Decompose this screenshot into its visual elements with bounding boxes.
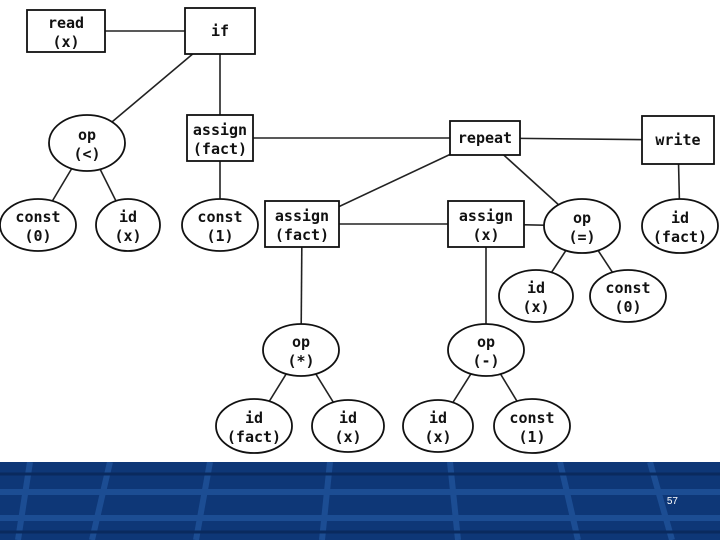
node-attribute: (fact)	[193, 140, 247, 158]
node-label: op	[292, 333, 310, 351]
node-id-x3: id(x)	[311, 399, 385, 453]
node-shape	[589, 269, 667, 323]
node-label: assign	[193, 121, 247, 139]
node-op-lt: op(<)	[48, 114, 126, 172]
node-shape	[264, 200, 340, 248]
node-shape	[447, 200, 525, 248]
node-label: op	[573, 209, 591, 227]
node-shape	[402, 399, 474, 453]
node-shape	[48, 114, 126, 172]
node-shape	[447, 323, 525, 377]
node-label: write	[655, 131, 700, 149]
node-shape	[262, 323, 340, 377]
node-attribute: (=)	[568, 228, 595, 246]
node-shape	[95, 198, 161, 252]
node-shape	[181, 198, 259, 252]
node-shape	[493, 398, 571, 454]
node-attribute: (<)	[73, 145, 100, 163]
node-shape	[641, 198, 719, 254]
node-op-sub: op(-)	[447, 323, 525, 377]
node-shape	[498, 269, 574, 323]
footer-banner: 57	[0, 462, 720, 540]
node-op-mul: op(*)	[262, 323, 340, 377]
node-id-fact3: id(fact)	[215, 398, 293, 454]
node-label: const	[15, 208, 60, 226]
node-shape	[311, 399, 385, 453]
node-label: repeat	[458, 129, 512, 147]
node-attribute: (1)	[518, 428, 545, 446]
node-assign-x: assign(x)	[447, 200, 525, 248]
node-attribute: (fact)	[275, 226, 329, 244]
node-shape	[543, 198, 621, 254]
node-attribute: (x)	[522, 298, 549, 316]
node-label: id	[429, 409, 447, 427]
node-label: const	[605, 279, 650, 297]
page-number: 57	[666, 496, 678, 507]
node-shape	[186, 114, 254, 162]
node-label: id	[119, 208, 137, 226]
node-attribute: (x)	[424, 428, 451, 446]
node-label: op	[78, 126, 96, 144]
node-shape	[184, 7, 256, 55]
footer-grid-pattern	[0, 462, 720, 540]
node-id-x2: id(x)	[498, 269, 574, 323]
node-id-fact-w: id(fact)	[641, 198, 719, 254]
node-label: assign	[459, 207, 513, 225]
node-attribute: (x)	[472, 226, 499, 244]
node-shape	[449, 120, 521, 156]
node-id-x4: id(x)	[402, 399, 474, 453]
node-label: op	[477, 333, 495, 351]
node-attribute: (x)	[114, 227, 141, 245]
node-attribute: (0)	[24, 227, 51, 245]
node-label: const	[509, 409, 554, 427]
node-write: write	[641, 115, 715, 165]
node-attribute: (0)	[614, 298, 641, 316]
node-attribute: (fact)	[653, 228, 707, 246]
node-shape	[215, 398, 293, 454]
node-read: read(x)	[26, 9, 106, 53]
node-op-eq: op(=)	[543, 198, 621, 254]
node-shape	[641, 115, 715, 165]
node-const-0b: const(0)	[589, 269, 667, 323]
node-label: assign	[275, 207, 329, 225]
node-shape	[0, 198, 77, 252]
node-label: id	[527, 279, 545, 297]
node-attribute: (x)	[334, 428, 361, 446]
node-const-1b: const(1)	[493, 398, 571, 454]
node-label: if	[211, 22, 229, 40]
node-attribute: (-)	[472, 352, 499, 370]
node-attribute: (fact)	[227, 428, 281, 446]
node-shape	[26, 9, 106, 53]
node-label: id	[339, 409, 357, 427]
node-attribute: (x)	[52, 33, 79, 51]
node-const-1a: const(1)	[181, 198, 259, 252]
node-attribute: (*)	[287, 352, 314, 370]
node-repeat: repeat	[449, 120, 521, 156]
node-assign-fact1: assign(fact)	[186, 114, 254, 162]
node-label: const	[197, 208, 242, 226]
node-if: if	[184, 7, 256, 55]
node-assign-fact2: assign(fact)	[264, 200, 340, 248]
node-attribute: (1)	[206, 227, 233, 245]
node-label: read	[48, 14, 84, 32]
node-label: id	[671, 209, 689, 227]
node-label: id	[245, 409, 263, 427]
node-const-0a: const(0)	[0, 198, 77, 252]
node-id-x1: id(x)	[95, 198, 161, 252]
